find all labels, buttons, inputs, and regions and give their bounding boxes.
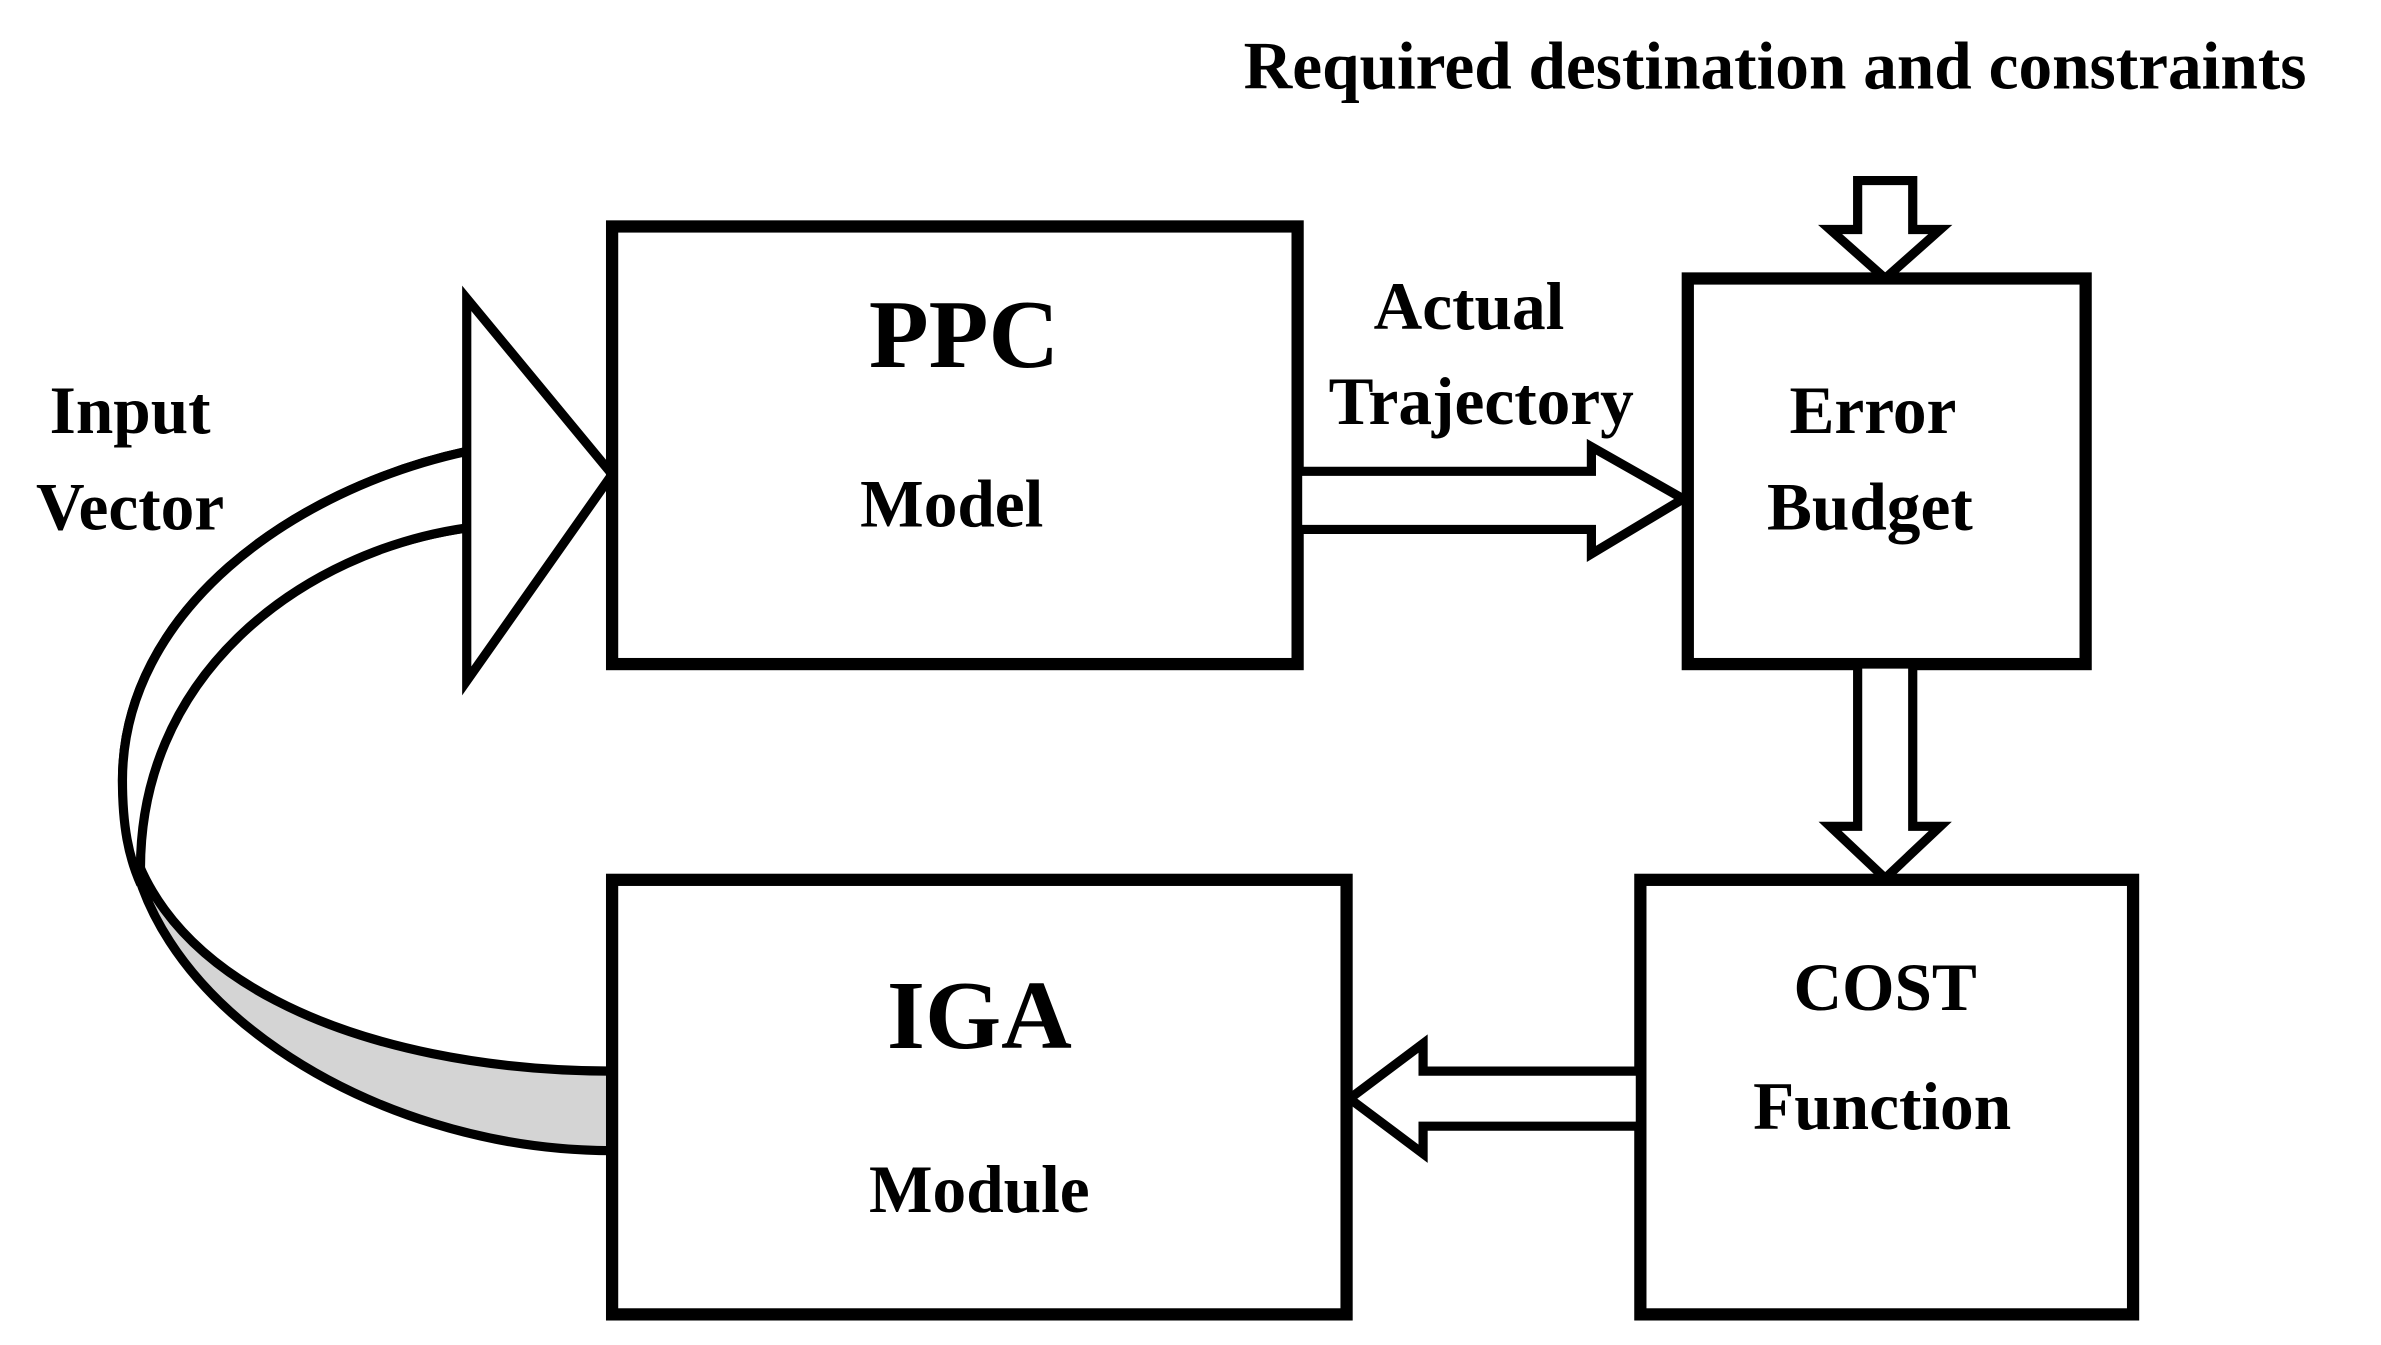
- error-budget-line2: Budget: [1767, 469, 1973, 544]
- cost-function-line1: COST: [1794, 950, 1977, 1025]
- iga-subtitle: Module: [869, 1152, 1090, 1227]
- constraints-input-arrow: [1818, 175, 1953, 285]
- actual-trajectory-label-line1: Actual: [1374, 269, 1565, 344]
- ppc-title: PPC: [869, 281, 1059, 389]
- ppc-model-box: [605, 220, 1304, 671]
- cost-to-iga-arrow: [1341, 1034, 1645, 1163]
- actual-trajectory-label-line2: Trajectory: [1329, 364, 1634, 439]
- cost-function-line2: Function: [1753, 1069, 2011, 1144]
- input-vector-label-line2: Vector: [36, 469, 224, 544]
- iga-title: IGA: [887, 962, 1072, 1070]
- feedback-band-front: [117, 445, 472, 887]
- required-destination-label: Required destination and constraints: [1244, 29, 2307, 104]
- error-budget-block: Error Budget: [1681, 272, 2092, 671]
- ppc-model-block: PPC Model: [605, 220, 1304, 671]
- iga-module-block: IGA Module: [605, 873, 1353, 1321]
- error-budget-box: [1681, 272, 2092, 671]
- error-to-cost-arrow: [1818, 659, 1952, 885]
- ppc-subtitle: Model: [860, 466, 1043, 541]
- error-budget-line1: Error: [1789, 373, 1956, 448]
- iga-module-box: [605, 873, 1353, 1321]
- cost-function-block: COST Function: [1634, 873, 2140, 1321]
- input-vector-arrowhead: [462, 285, 618, 696]
- trajectory-arrow: [1293, 438, 1693, 563]
- input-vector-label-line1: Input: [50, 373, 212, 448]
- cost-function-box: [1634, 873, 2140, 1321]
